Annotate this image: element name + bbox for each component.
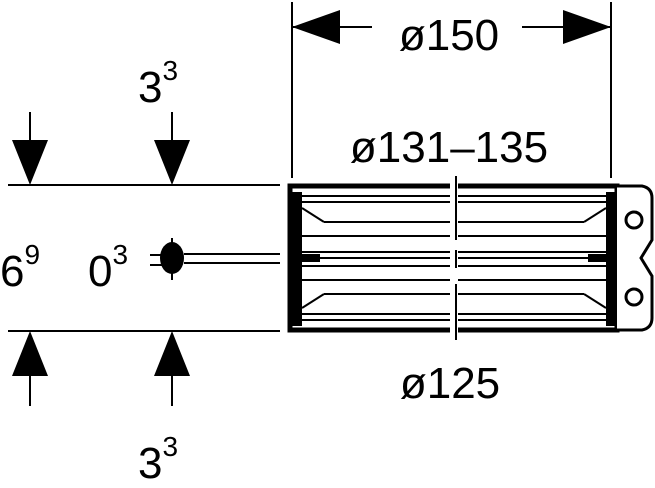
arrow-up-icon (154, 331, 190, 376)
outer-diameter-dimension: ø150 (291, 2, 612, 178)
outer-diameter-label: ø150 (399, 11, 499, 60)
arrow-left-icon (292, 10, 340, 44)
top-gap-label: 33 (138, 55, 178, 112)
height-sup: 9 (24, 239, 40, 270)
arrow-up-icon (12, 331, 48, 376)
bottom-gap-label: 33 (138, 431, 178, 488)
arrow-down-icon (154, 140, 190, 185)
bottom-gap-sup: 3 (162, 431, 178, 462)
thickness-sup: 3 (112, 239, 128, 270)
arrow-right-icon (563, 10, 611, 44)
bottom-gap-dimension: 33 (12, 331, 190, 488)
height-reference-lines (8, 184, 280, 332)
arrow-down-icon (12, 140, 48, 185)
top-gap-sup: 3 (162, 55, 178, 86)
top-gap-dimension: 33 (12, 55, 190, 185)
bottom-diameter-label: ø125 (400, 359, 500, 408)
thickness-base: 0 (88, 247, 112, 296)
hole-bottom-icon (624, 287, 644, 307)
height-base: 6 (0, 247, 24, 296)
ring-profile (287, 176, 654, 340)
inner-range-label: ø131–135 (350, 123, 548, 172)
bottom-gap-base: 3 (138, 439, 162, 488)
height-label: 69 (0, 239, 40, 296)
hole-top-icon (624, 210, 644, 230)
wall-thickness-marker (150, 238, 280, 280)
top-gap-base: 3 (138, 63, 162, 112)
thickness-label: 03 (88, 239, 128, 296)
